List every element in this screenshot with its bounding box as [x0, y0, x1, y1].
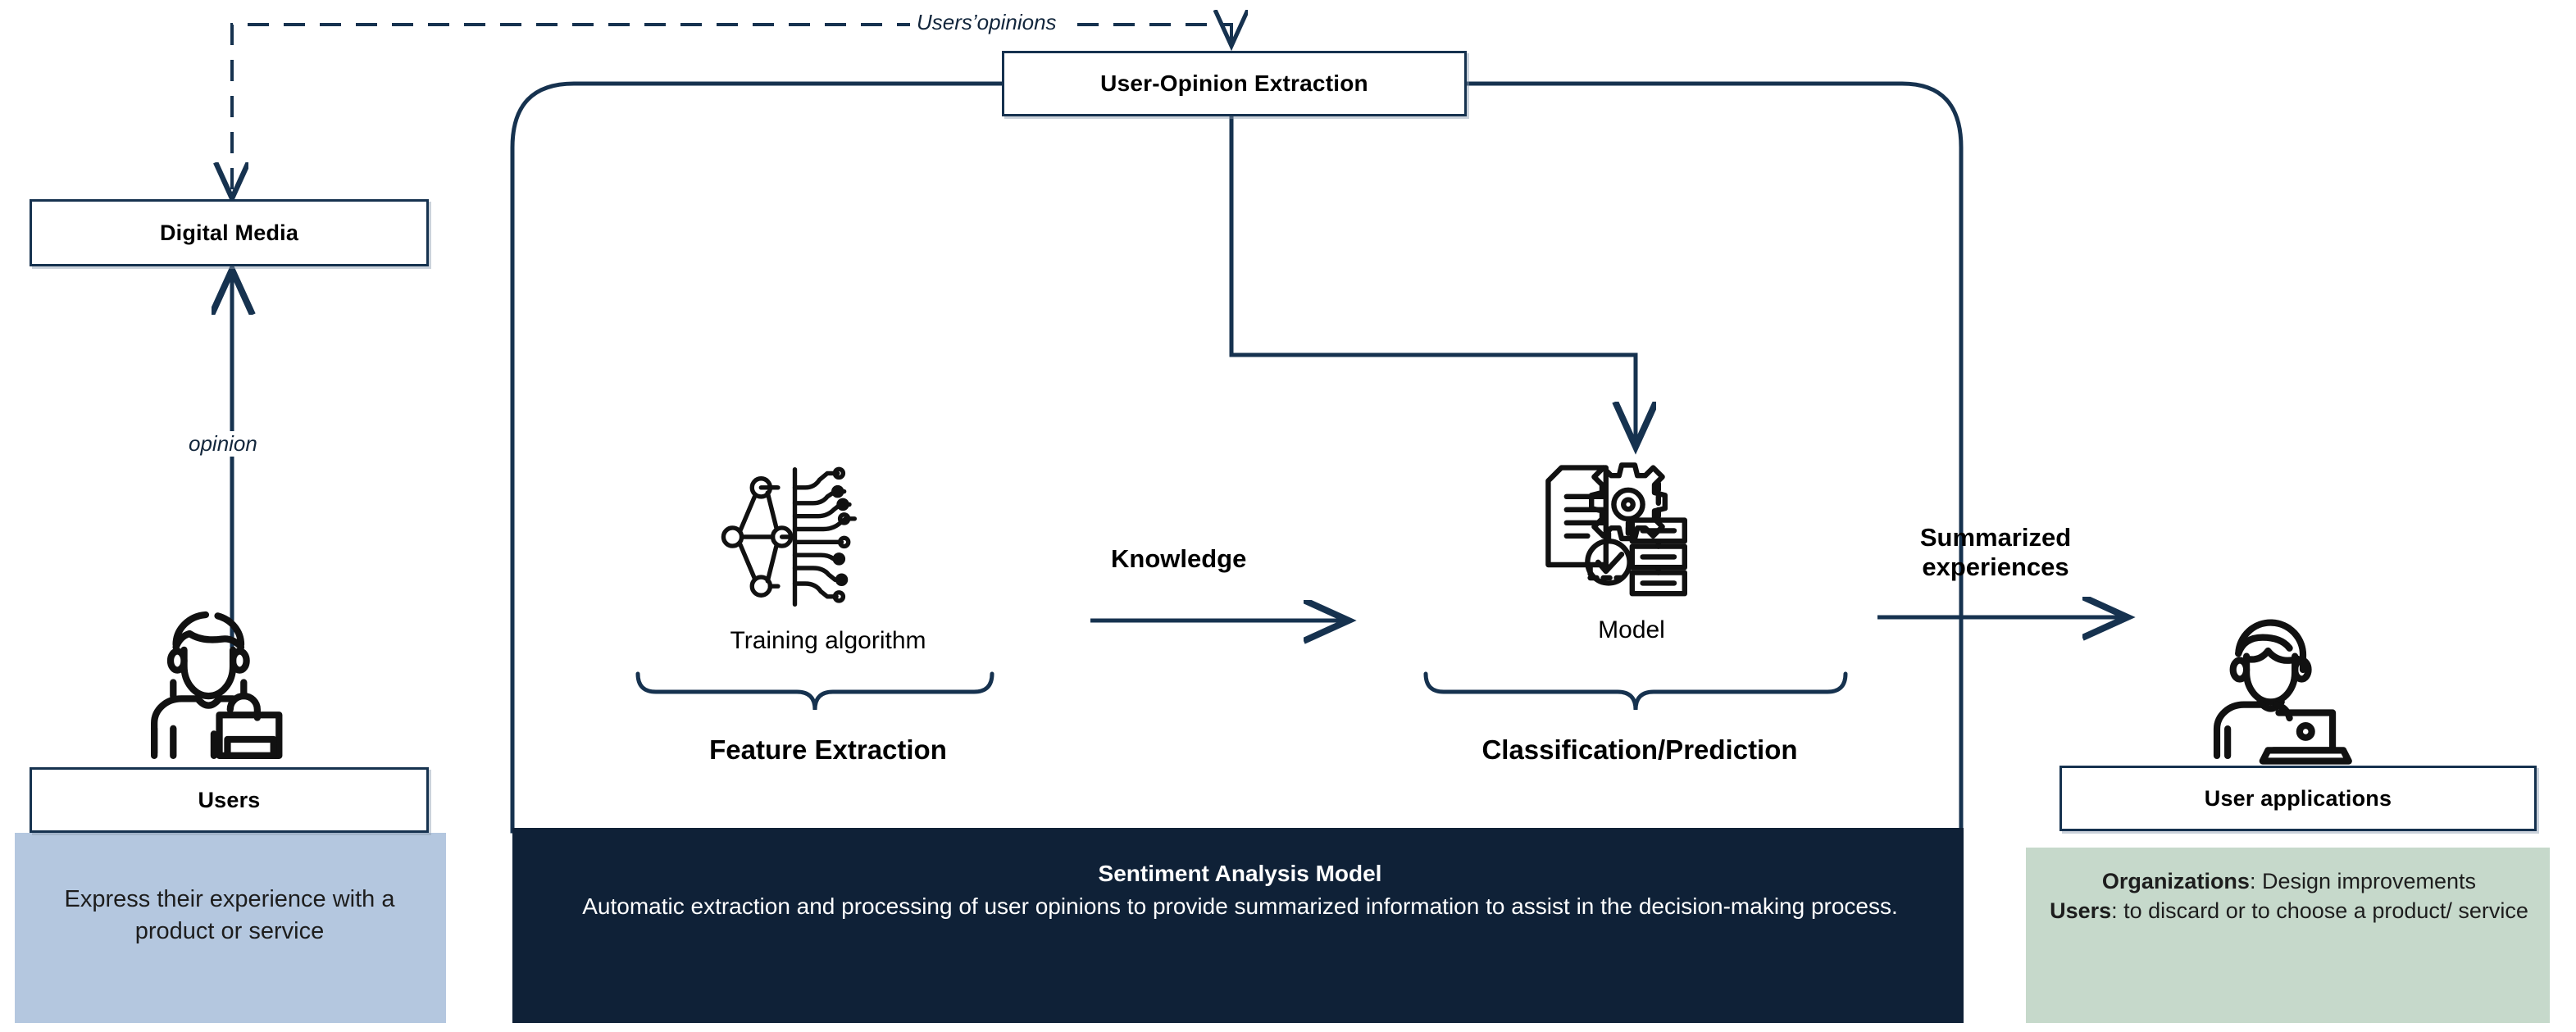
training-algorithm-label: Training algorithm — [730, 627, 926, 654]
extraction-to-model-edge — [1229, 116, 1636, 443]
opinion-edge-label: opinion — [182, 431, 264, 457]
users-opinions-edge-label: Users’opinions — [910, 10, 1063, 35]
organizations-text: : Design improvements — [2249, 869, 2477, 893]
person-with-shopping-bag-icon — [135, 598, 312, 775]
users-context-panel — [15, 833, 446, 1023]
users-panel-caption: Express their experience with a product … — [64, 886, 395, 944]
users-role-text: : to discard or to choose a product/ ser… — [2111, 898, 2528, 923]
sentiment-model-band-text: Sentiment Analysis Model Automatic extra… — [533, 857, 1947, 923]
users-label: Users — [198, 787, 261, 812]
sentiment-model-description: Automatic extraction and processing of u… — [582, 893, 1898, 919]
user-opinion-extraction-box[interactable]: User-Opinion Extraction — [1002, 51, 1467, 116]
digital-media-box[interactable]: Digital Media — [30, 199, 429, 266]
digital-media-label: Digital Media — [159, 220, 299, 245]
feature-extraction-label: Feature Extraction — [709, 734, 947, 765]
users-box[interactable]: Users — [30, 767, 429, 833]
sentiment-model-band — [512, 828, 1964, 1023]
user-applications-label: User applications — [2204, 785, 2392, 811]
summarized-experiences-edge-label: Summarized experiences — [1919, 523, 2072, 581]
sentiment-model-title: Sentiment Analysis Model — [1098, 861, 1382, 886]
feature-extraction-brace — [635, 671, 994, 711]
users-role-label: Users — [2050, 898, 2112, 923]
knowledge-edge-label: Knowledge — [1111, 544, 1247, 573]
person-with-laptop-icon — [2205, 602, 2382, 771]
user-opinion-extraction-label: User-Opinion Extraction — [1100, 70, 1368, 96]
model-label: Model — [1598, 616, 1665, 643]
applications-panel-caption: Organizations: Design improvements Users… — [2043, 867, 2535, 925]
neural-network-icon — [709, 459, 865, 615]
model-container-outline — [510, 81, 1964, 834]
user-applications-box[interactable]: User applications — [2059, 766, 2537, 831]
model-gear-icon — [1529, 447, 1701, 611]
applications-caption-line-2: Users: to discard or to choose a product… — [2043, 897, 2535, 926]
classification-prediction-label: Classification/Prediction — [1481, 734, 1798, 765]
applications-caption-line-1: Organizations: Design improvements — [2043, 867, 2535, 897]
organizations-label: Organizations — [2101, 869, 2250, 893]
classification-prediction-brace — [1423, 671, 1848, 711]
applications-context-panel — [2026, 848, 2550, 1023]
